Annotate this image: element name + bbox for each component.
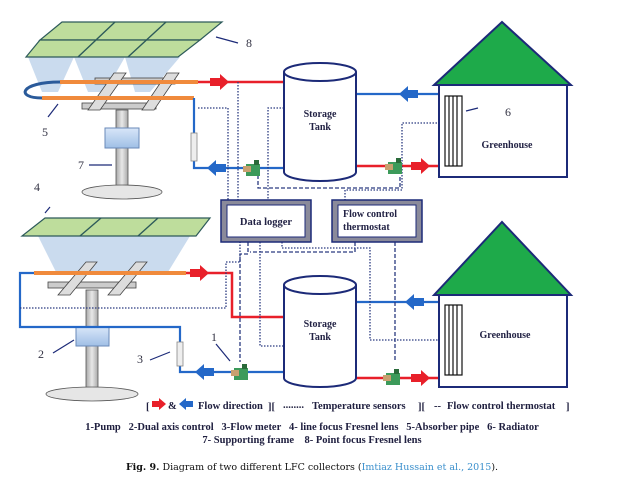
- bracket: ][: [418, 402, 425, 413]
- dual-axis-control: [104, 127, 140, 149]
- callout-7: 7: [78, 158, 84, 172]
- supporting-frame: [115, 109, 129, 189]
- bottom-collector: [20, 217, 212, 402]
- bracket: [: [146, 402, 150, 413]
- legend-fct-prefix: --: [434, 401, 441, 412]
- blue-arrow-icon: [179, 398, 193, 410]
- caption-end: ).: [491, 462, 499, 473]
- flow-control-label: thermostat: [343, 222, 390, 233]
- callout-2: 2: [38, 347, 44, 361]
- storage-tank-bottom: Storage Tank: [283, 275, 357, 388]
- figure-caption: Fig. 9. Diagram of two different LFC col…: [0, 462, 624, 473]
- dual-axis-control: [75, 326, 110, 347]
- red-arrow-icon: [411, 370, 430, 386]
- callout-1: 1: [211, 330, 217, 344]
- flow-meter: [190, 132, 198, 162]
- legend-flow-direction: Flow direction: [198, 401, 263, 412]
- tank-label: Tank: [309, 122, 331, 133]
- blue-arrow-icon: [399, 86, 418, 102]
- legend-temperature-sensors: Temperature sensors: [312, 401, 406, 412]
- callout-6: 6: [505, 105, 511, 119]
- top-collector: [23, 21, 224, 200]
- flow-arrows: [190, 74, 430, 386]
- callout-5: 5: [42, 125, 48, 139]
- radiator: [444, 95, 463, 167]
- blue-arrow-icon: [405, 294, 424, 310]
- callout-3: 3: [137, 352, 143, 366]
- callout-4: 4: [34, 180, 40, 194]
- legend-temp-prefix: ........: [283, 400, 304, 411]
- red-arrow-icon: [152, 398, 166, 410]
- legend-flow-control-thermostat: Flow control thermostat: [447, 401, 556, 412]
- pump-icon: [243, 160, 260, 176]
- absorber-loop: [23, 80, 61, 100]
- flow-control-lines: [239, 175, 401, 362]
- bracket: ][: [268, 402, 275, 413]
- tank-label: Storage: [304, 109, 337, 120]
- point-focus-fresnel-lens: [24, 21, 224, 58]
- red-arrow-icon: [210, 74, 229, 90]
- pump-icon: [385, 158, 402, 174]
- blue-arrow-icon: [195, 364, 214, 380]
- radiator: [444, 304, 463, 376]
- caption-text: Diagram of two different LFC collectors …: [159, 462, 362, 473]
- component-key-line-2: 7- Supporting frame 8- Point focus Fresn…: [202, 435, 421, 446]
- greenhouse-label: Greenhouse: [482, 140, 533, 151]
- pump-icon: [231, 364, 248, 380]
- callout-8: 8: [246, 36, 252, 50]
- line-focus-fresnel-lens: [20, 217, 212, 237]
- greenhouse-top: Greenhouse: [431, 20, 574, 178]
- temperature-sensor-lines: [20, 82, 440, 347]
- component-key-line-1: 1-Pump 2-Dual axis control 3-Flow meter …: [85, 422, 539, 433]
- flow-control-label: Flow control: [343, 209, 397, 220]
- red-arrow-icon: [411, 158, 430, 174]
- greenhouse-bottom: Greenhouse: [431, 220, 574, 388]
- citation-link[interactable]: Imtiaz Hussain et al., 2015: [361, 462, 492, 473]
- blue-arrow-icon: [207, 160, 226, 176]
- callouts: [44, 36, 479, 362]
- data-logger-label: Data logger: [240, 217, 293, 228]
- tank-label: Tank: [309, 332, 331, 343]
- flow-control-thermostat-box: Flow control thermostat: [331, 199, 423, 243]
- bracket: ]: [566, 402, 570, 413]
- pump-icon: [383, 369, 400, 385]
- legend-amp: &: [168, 401, 177, 412]
- legend: [ & Flow direction ][ ........ Temperatu…: [146, 398, 570, 413]
- greenhouse-label: Greenhouse: [480, 330, 531, 341]
- red-arrow-icon: [190, 265, 209, 281]
- data-logger-box: Data logger: [220, 199, 312, 243]
- flow-meter: [176, 341, 184, 367]
- figure-label: Fig. 9.: [125, 462, 160, 473]
- light-beam: [28, 57, 74, 92]
- light-beam: [38, 236, 190, 272]
- tank-label: Storage: [304, 319, 337, 330]
- storage-tank-top: Storage Tank: [283, 62, 357, 182]
